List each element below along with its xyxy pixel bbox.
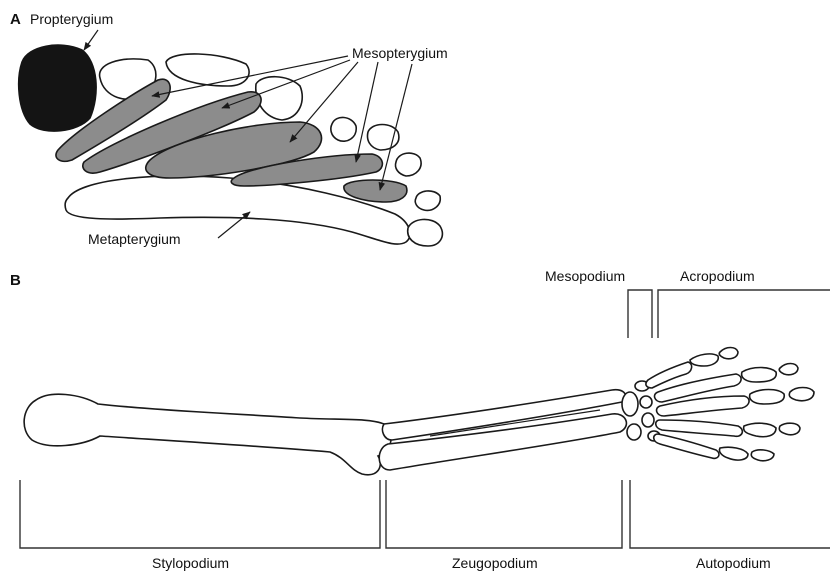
- phalanx-5-2: [751, 450, 774, 461]
- phalanx-1-2: [719, 348, 738, 359]
- phalanx-5-1: [719, 447, 748, 460]
- mesopterygium-bone-5: [344, 180, 407, 202]
- phalanx-3-1: [750, 390, 785, 405]
- panel-b-letter: B: [10, 272, 21, 289]
- phalanx-3-2: [789, 388, 814, 401]
- stylopodium-label: Stylopodium: [152, 555, 229, 571]
- carpal-bone-4: [642, 413, 654, 427]
- phalanx-2-1: [742, 368, 777, 383]
- radial-bone-5: [368, 125, 399, 151]
- zeugopodium-label: Zeugopodium: [452, 555, 538, 571]
- radial-bone-3: [256, 77, 302, 120]
- stylopodium-bracket: [20, 480, 380, 548]
- zeugopodium-bracket: [386, 480, 622, 548]
- radial-bone-6: [395, 153, 421, 176]
- metacarpal-bone-4: [656, 420, 743, 436]
- phalanx-4-1: [744, 423, 776, 437]
- metacarpal-bone-5: [654, 434, 719, 458]
- carpal-bone-3: [640, 396, 652, 408]
- radial-bone-8: [408, 219, 443, 246]
- radial-bone-7: [415, 191, 440, 210]
- panel-b: B Mesopodium Acropodium Stylopodium Zeug…: [10, 268, 830, 571]
- phalanx-4-2: [779, 423, 800, 435]
- panel-a-letter: A: [10, 11, 21, 28]
- autopodium-label: Autopodium: [696, 555, 771, 571]
- phalanx-1-1: [690, 354, 718, 366]
- autopodium-bracket: [630, 480, 830, 548]
- propterygium-arrow: [84, 30, 98, 50]
- mesopterygium-label: Mesopterygium: [352, 45, 448, 61]
- acropodium-label: Acropodium: [680, 268, 755, 284]
- radial-bone-4: [331, 117, 356, 141]
- metapterygium-label: Metapterygium: [88, 231, 181, 247]
- mesopodium-label: Mesopodium: [545, 268, 625, 284]
- carpal-bone-2: [627, 424, 641, 440]
- radial-bone-2: [166, 54, 249, 86]
- panel-a: A Propterygium Mesopterygium Metapterygi…: [10, 11, 448, 247]
- acropodium-bracket: [658, 290, 830, 338]
- propterygium-bone: [19, 45, 96, 131]
- phalanx-2-2: [779, 364, 798, 375]
- propterygium-label: Propterygium: [30, 11, 113, 27]
- mesopodium-bracket: [628, 290, 652, 338]
- humerus-bone: [24, 394, 391, 475]
- carpal-bone-1: [622, 392, 638, 416]
